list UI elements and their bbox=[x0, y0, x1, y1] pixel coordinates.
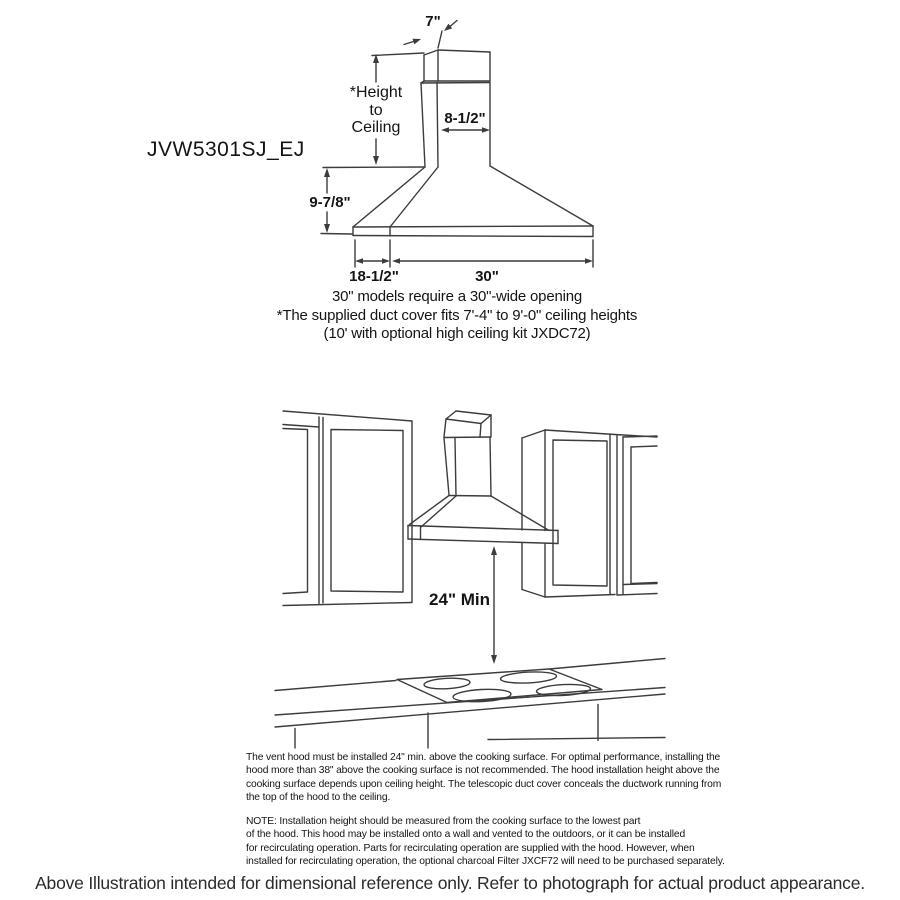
svg-text:24" Min: 24" Min bbox=[429, 590, 490, 609]
right-cabinets-drawing bbox=[521, 429, 658, 598]
dimension-diagram: JVW5301SJ_EJ 7" bbox=[147, 13, 594, 285]
burner bbox=[423, 677, 471, 690]
model-number-label: JVW5301SJ_EJ bbox=[147, 138, 305, 161]
footer-disclaimer: Above Illustration intended for dimensio… bbox=[35, 873, 865, 893]
dim-canopy-height: 9-7/8" bbox=[309, 168, 353, 235]
opening-requirements-note: 30" models require a 30"-wide opening *T… bbox=[276, 288, 638, 343]
svg-text:18-1/2": 18-1/2" bbox=[349, 268, 399, 285]
burner bbox=[499, 671, 558, 684]
hood-canopy-drawing bbox=[352, 165, 594, 238]
countertop-drawing bbox=[274, 657, 666, 749]
dim-min-clearance: 24" Min bbox=[429, 546, 497, 664]
installation-paragraph: The vent hood must be installed 24" min.… bbox=[246, 752, 722, 804]
svg-text:30": 30" bbox=[475, 268, 499, 285]
burner bbox=[452, 688, 512, 703]
hood-drawing bbox=[407, 410, 559, 545]
cooktop-outline bbox=[396, 668, 603, 704]
installation-diagram: 24" Min bbox=[274, 410, 666, 749]
dim-height-to-ceiling: *Height to Ceiling bbox=[322, 52, 425, 169]
svg-text:9-7/8": 9-7/8" bbox=[309, 194, 350, 211]
duct-cover-drawing bbox=[420, 49, 491, 168]
dim-canopy-depth-width: 18-1/2" 30" bbox=[349, 239, 594, 285]
burner bbox=[535, 683, 592, 697]
svg-text:*Height: *Height bbox=[350, 84, 403, 101]
svg-text:Ceiling: Ceiling bbox=[352, 119, 401, 136]
recirculating-note-paragraph: NOTE: Installation height should be meas… bbox=[246, 816, 725, 868]
dim-duct-width: 8-1/2" bbox=[441, 110, 490, 133]
dim-duct-depth: 7" bbox=[403, 13, 458, 49]
svg-text:8-1/2": 8-1/2" bbox=[444, 110, 485, 127]
svg-text:7": 7" bbox=[425, 13, 440, 30]
svg-text:to: to bbox=[369, 102, 382, 119]
left-cabinets-drawing bbox=[282, 410, 413, 607]
